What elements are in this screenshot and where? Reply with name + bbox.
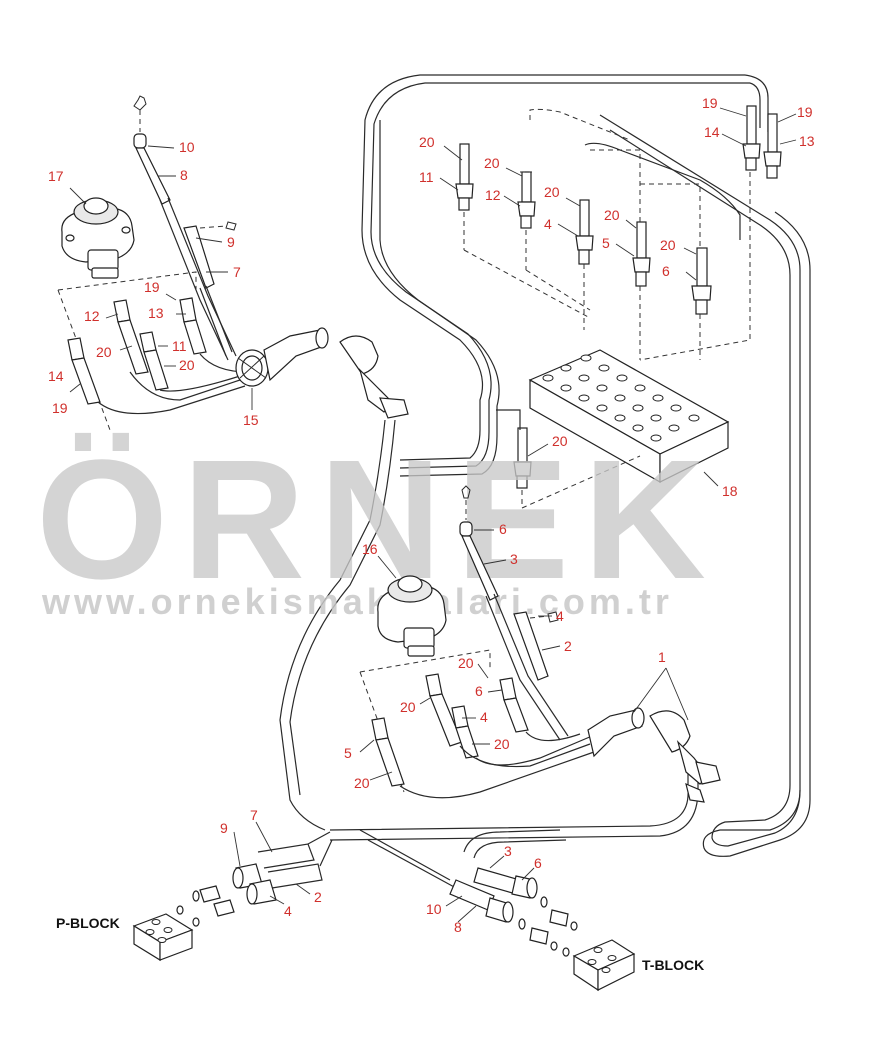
callout-6: 6	[534, 855, 542, 871]
clamp-15	[235, 349, 269, 387]
fitting-11-r	[459, 143, 470, 185]
callout-20: 20	[604, 207, 620, 223]
callout-20: 20	[354, 775, 370, 791]
fitting-11	[139, 331, 157, 353]
bolt-10-head	[133, 133, 147, 149]
callout-7: 7	[250, 807, 258, 823]
p-block-group	[132, 831, 333, 962]
callout-20: 20	[660, 237, 676, 253]
callout-2: 2	[314, 889, 322, 905]
watermark: ÖRNEK www.ornekismakinalari.com.tr	[36, 425, 720, 622]
callout-13: 13	[148, 305, 164, 321]
callout-17: 17	[48, 168, 64, 184]
callout-6: 6	[662, 263, 670, 279]
callout-20: 20	[400, 699, 416, 715]
callout-2: 2	[564, 638, 572, 654]
bolt-10-shank	[135, 147, 171, 205]
callout-20: 20	[544, 184, 560, 200]
callout-7: 7	[233, 264, 241, 280]
callout-16: 16	[362, 541, 378, 557]
callout-14: 14	[48, 368, 64, 384]
p-block-label: P-BLOCK	[56, 915, 120, 931]
callout-20: 20	[552, 433, 568, 449]
callout-11: 11	[172, 338, 187, 354]
callout-20: 20	[419, 134, 435, 150]
callout-19: 19	[797, 104, 813, 120]
callout-6: 6	[475, 683, 483, 699]
callout-11: 11	[419, 169, 434, 185]
callout-20: 20	[458, 655, 474, 671]
fitting-14	[67, 337, 85, 361]
callout-12: 12	[485, 187, 501, 203]
callout-4: 4	[544, 216, 552, 232]
callout-4: 4	[556, 608, 564, 624]
callout-20: 20	[179, 357, 195, 373]
top-right-fittings	[455, 105, 782, 361]
fitting-13	[179, 297, 197, 323]
callout-8: 8	[454, 919, 462, 935]
fitting-12	[113, 299, 131, 323]
callouts: 10 8 17 9 7 19 13 12 11 20 20 14 19 15 2…	[48, 95, 815, 935]
callout-20: 20	[96, 344, 112, 360]
callout-4: 4	[284, 903, 292, 919]
callout-3: 3	[510, 551, 518, 567]
callout-18: 18	[722, 483, 738, 499]
bolt-6-shank	[461, 535, 499, 601]
fitting-4-mid	[513, 611, 549, 681]
callout-8: 8	[180, 167, 188, 183]
callout-20: 20	[494, 736, 510, 752]
outer-hose-loop	[361, 74, 811, 857]
watermark-brand: ÖRNEK	[36, 425, 720, 615]
callout-19: 19	[702, 95, 718, 111]
elbow-1	[587, 707, 721, 803]
callout-12: 12	[84, 308, 100, 324]
t-block-group	[359, 829, 636, 992]
callout-4: 4	[480, 709, 488, 725]
callout-13: 13	[799, 133, 815, 149]
callout-9: 9	[227, 234, 235, 250]
callout-6: 6	[499, 521, 507, 537]
motor-17	[61, 197, 135, 279]
callout-20: 20	[484, 155, 500, 171]
callout-9: 9	[220, 820, 228, 836]
middle-assembly	[359, 485, 721, 803]
fitting-9	[183, 225, 215, 289]
p-block	[132, 913, 194, 962]
watermark-url: www.ornekismakinalari.com.tr	[41, 581, 673, 622]
motor-16	[377, 575, 447, 657]
t-block	[572, 939, 636, 992]
callout-5: 5	[602, 235, 610, 251]
callout-15: 15	[243, 412, 259, 428]
callout-5: 5	[344, 745, 352, 761]
callout-3: 3	[504, 843, 512, 859]
callout-19: 19	[52, 400, 68, 416]
callout-10: 10	[426, 901, 442, 917]
callout-10: 10	[179, 139, 195, 155]
callout-1: 1	[658, 649, 666, 665]
callout-14: 14	[704, 124, 720, 140]
t-block-label: T-BLOCK	[642, 957, 704, 973]
top-left-assembly	[57, 95, 409, 431]
callout-19: 19	[144, 279, 160, 295]
valve-block-18	[496, 349, 730, 509]
leader-lines	[69, 107, 797, 923]
